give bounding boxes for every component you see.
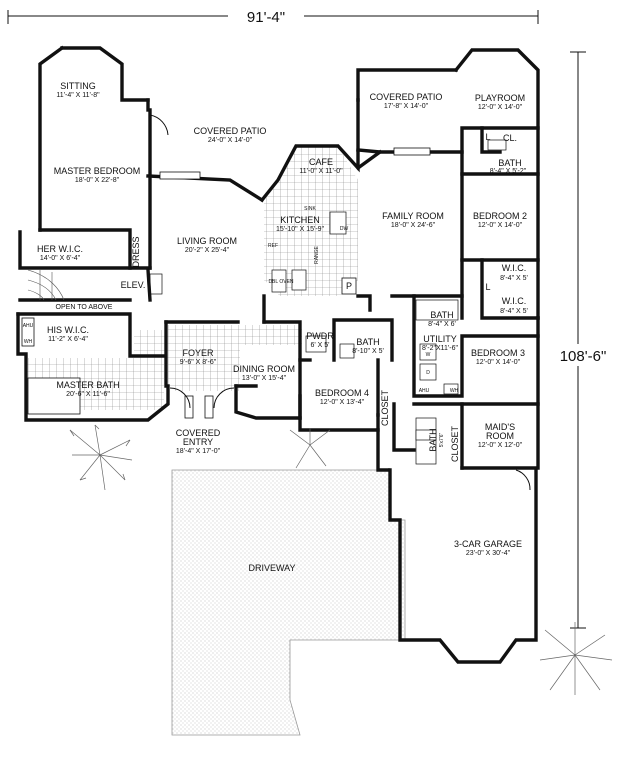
palm-tree-left: [69, 424, 133, 491]
room-bath-middle-name: BATH: [430, 310, 453, 320]
room-wic-upper-name: W.I.C.: [502, 263, 527, 273]
door-window-details: [21, 114, 531, 491]
bath-vertical-dims: 5'x7'6": [439, 433, 445, 448]
room-covered-patio-east-name: COVERED PATIO: [370, 92, 443, 102]
room-bath-middle-dims: 8'-4" X 6': [428, 321, 456, 328]
room-kitchen-name: KITCHEN: [280, 215, 320, 225]
overall-width-label: 91'-4": [247, 9, 285, 26]
room-covered-patio-west-name: COVERED PATIO: [194, 126, 267, 136]
room-her-wic-dims: 14'-0" X 6'-4": [40, 255, 81, 262]
room-bedroom-4-name: BEDROOM 4: [315, 388, 369, 398]
overall-depth-dimension: 108'-6": [548, 51, 620, 629]
room-maids-room-name-line2: ROOM: [486, 431, 514, 441]
driveway-label: DRIVEWAY: [248, 563, 295, 573]
room-playroom-name: PLAYROOM: [475, 93, 525, 103]
room-bedroom-3-name: BEDROOM 3: [471, 348, 525, 358]
room-covered-entry-name-line2: ENTRY: [183, 437, 213, 447]
dbl-oven-label: DBL OVEN: [268, 279, 293, 285]
room-playroom-dims: 12'-0" X 14'-0": [478, 104, 523, 111]
room-wic-lower-name: W.I.C.: [502, 296, 527, 306]
range-label: RANGE: [314, 245, 320, 263]
closet-cl-label: CL.: [503, 133, 517, 143]
room-kitchen-dims: 15'-10" X 15'-9": [276, 226, 325, 233]
l-label-wic: L: [485, 282, 490, 292]
room-sitting-name: SITTING: [60, 81, 96, 91]
room-maids-room-name: MAID'S: [485, 422, 515, 432]
closet-label-maids: CLOSET: [450, 425, 460, 462]
room-covered-patio-east-dims: 17'-8" X 14'-0": [384, 103, 429, 110]
room-covered-entry-name: COVERED: [176, 428, 221, 438]
room-his-wic-name: HIS W.I.C.: [47, 325, 89, 335]
room-wic-upper-dims: 8'-4" X 5': [500, 275, 528, 282]
room-master-bath-dims: 20'-6" X 11'-6": [66, 391, 110, 398]
overall-width-dimension: 91'-4": [7, 6, 539, 26]
dryer-label: D: [426, 370, 430, 376]
wh-label-his: WH: [24, 339, 33, 345]
l-label-top: L: [485, 132, 490, 142]
room-utility-dims: 8'-2"X11'-6": [422, 345, 458, 352]
room-master-bedroom-name: MASTER BEDROOM: [54, 166, 141, 176]
room-utility-name: UTILITY: [423, 334, 457, 344]
room-cafe-dims: 11'-0" X 11'-0": [299, 168, 343, 175]
washer-label: W: [426, 352, 431, 358]
wh-label-utility: WH: [450, 388, 459, 394]
room-bedroom-4-dims: 12'-0" X 13'-4": [320, 399, 365, 406]
room-bath-upper-dims: 8'-4" X 5'-2": [490, 168, 527, 175]
ref-label: REF: [268, 243, 278, 249]
sink-label: SINK: [304, 206, 316, 212]
dress-label: DRESS: [131, 236, 141, 267]
room-foyer-name: FOYER: [182, 348, 214, 358]
room-bedroom-3-dims: 12'-0" X 14'-0": [476, 359, 521, 366]
room-living-room-dims: 20'-2" X 25'-4": [185, 247, 230, 254]
palm-tree-center: [289, 428, 331, 469]
room-family-room-name: FAMILY ROOM: [382, 211, 444, 221]
room-pwdr-name: PWDR: [306, 331, 334, 341]
room-garage-dims: 23'-0" X 30'-4": [466, 550, 511, 557]
room-sitting-dims: 11'-4" X 11'-8": [56, 92, 100, 99]
room-master-bedroom-dims: 18'-0" X 22'-8": [75, 177, 120, 184]
room-his-wic-dims: 11'-2" X 6'-4": [48, 336, 88, 343]
small-labels: DRESS ELEV. OPEN TO ABOVE CL. L L CLOSET…: [23, 132, 517, 573]
elev-label: ELEV.: [121, 280, 146, 290]
ahu-label-his: AHU: [23, 323, 34, 329]
room-wic-lower-dims: 8'-4" X 5': [500, 308, 528, 315]
dw-label: DW: [340, 226, 349, 232]
room-her-wic-name: HER W.I.C.: [37, 244, 83, 254]
room-master-bath-name: MASTER BATH: [56, 380, 119, 390]
ahu-label-utility: AHU: [419, 388, 430, 394]
room-bedroom-2-name: BEDROOM 2: [473, 211, 527, 221]
room-bedroom-2-dims: 12'-0" X 14'-0": [478, 222, 523, 229]
interior-walls: [16, 108, 540, 470]
room-family-room-dims: 18'-0" X 24'-6": [391, 222, 436, 229]
pantry-p-label: P: [346, 281, 352, 291]
open-to-above-label: OPEN TO ABOVE: [56, 304, 113, 311]
room-labels: SITTING 11'-4" X 11'-8" COVERED PATIO 17…: [37, 81, 528, 557]
closet-label-bed4: CLOSET: [380, 389, 390, 426]
room-covered-entry-dims: 18'-4" X 17'-0": [176, 448, 221, 455]
room-bath-hall-dims: 8'-10" X 5': [352, 348, 384, 355]
room-foyer-dims: 9'-6" X 8'-6": [180, 359, 217, 366]
room-dining-room-name: DINING ROOM: [233, 364, 295, 374]
tile-zones: [26, 146, 358, 410]
driveway-paving: [171, 469, 406, 736]
room-cafe-name: CAFE: [309, 157, 333, 167]
room-maids-room-dims: 12'-0" X 12'-0": [478, 442, 523, 449]
room-pwdr-dims: 6' X 5': [310, 342, 329, 349]
room-garage-name: 3-CAR GARAGE: [454, 539, 522, 549]
palm-tree-right: [539, 622, 613, 695]
room-dining-room-dims: 13'-0" X 15'-4": [242, 375, 287, 382]
room-covered-patio-west-dims: 24'-0" X 14'-0": [208, 137, 253, 144]
room-living-room-name: LIVING ROOM: [177, 236, 237, 246]
room-bath-upper-name: BATH: [498, 158, 521, 168]
bath-vertical-label: BATH: [428, 428, 438, 451]
room-bath-hall-name: BATH: [356, 337, 379, 347]
overall-depth-label: 108'-6": [560, 348, 607, 365]
